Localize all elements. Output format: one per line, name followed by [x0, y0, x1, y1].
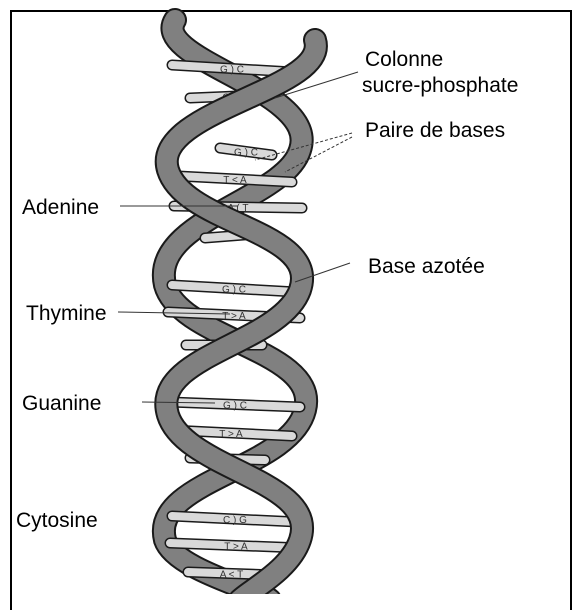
base-pair-label: G ) C	[222, 285, 246, 296]
base-pair-label: T > A	[219, 429, 243, 440]
base-pair-label: A < T	[220, 570, 243, 581]
label-colonne-line1: Colonne	[365, 48, 443, 71]
base-pair-label: T > A	[222, 311, 246, 322]
base-pair-label: T > A	[224, 542, 248, 553]
base-pair-label: G ) C	[223, 401, 247, 412]
base-pair-label: T < A	[223, 175, 247, 186]
label-guanine: Guanine	[22, 392, 101, 415]
label-base-azotee: Base azotée	[368, 255, 485, 278]
base-pair-label: C ) G	[223, 515, 247, 526]
base-pair-label: G ) C	[220, 65, 244, 76]
dna-diagram: G ) CCG ) CT < AA ( TG ) CT > AA <G ) CT…	[0, 0, 576, 594]
label-paire-de-bases: Paire de bases	[365, 119, 505, 142]
label-colonne-line2: sucre-phosphate	[362, 74, 518, 97]
label-cytosine: Cytosine	[16, 509, 98, 532]
base-pair-label: G ) C	[234, 148, 258, 159]
label-thymine: Thymine	[26, 302, 107, 325]
label-adenine: Adenine	[22, 196, 99, 219]
